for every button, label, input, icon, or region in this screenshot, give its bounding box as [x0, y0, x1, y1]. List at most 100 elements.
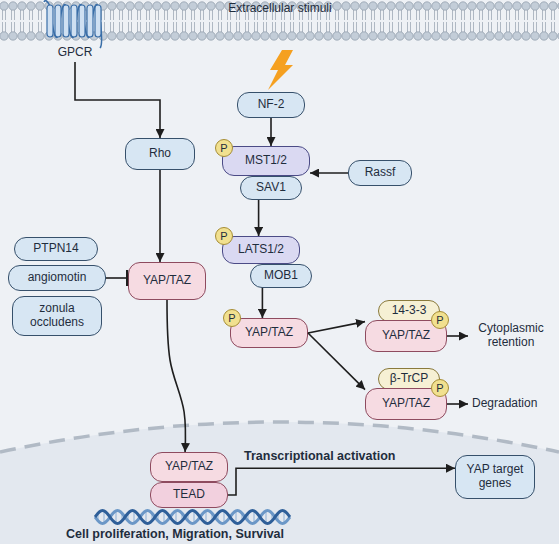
lipid-tail [239, 22, 240, 32]
lipid-tail [347, 10, 348, 20]
lipid-head [18, 32, 26, 40]
activation-arrow [262, 288, 264, 318]
lipid-tail [263, 22, 264, 32]
lipid-tail [455, 10, 456, 20]
node-text: SAV1 [256, 181, 286, 195]
lipid-tail [11, 22, 12, 32]
lipid-tail [401, 10, 402, 20]
protein-box: Rho [125, 138, 195, 170]
lipid-tail [335, 22, 336, 32]
inhibition-line [106, 277, 128, 279]
lipid-tail [110, 22, 111, 32]
lipid-tail [320, 22, 321, 32]
gene-box: YAP target genes [455, 455, 535, 499]
lipid-head [414, 2, 422, 10]
lipid-tail [446, 22, 447, 32]
lipid-tail [155, 10, 156, 20]
lipid-head [486, 32, 494, 40]
lipid-tail [122, 22, 123, 32]
protein-box: zonula occludens [12, 296, 102, 336]
lipid-head [135, 32, 143, 40]
lipid-tail [551, 10, 552, 20]
lipid-tail [203, 22, 204, 32]
effector-box: YAP/TAZ [150, 452, 228, 482]
nucleus-area [0, 422, 559, 544]
lipid-head [423, 2, 431, 10]
lipid-tail [356, 22, 357, 32]
lipid-tail [389, 10, 390, 20]
lipid-tail [227, 22, 228, 32]
protein-box: MOB1 [250, 264, 312, 288]
lipid-tail [554, 10, 555, 20]
node-text: MST1/2 [245, 154, 287, 168]
lipid-head [432, 2, 440, 10]
receptor-helix [63, 5, 69, 37]
lipid-head [108, 2, 116, 10]
lipid-tail [380, 22, 381, 32]
lipid-tail [200, 22, 201, 32]
lipid-tail [137, 10, 138, 20]
lipid-head [468, 32, 476, 40]
lipid-tail [308, 22, 309, 32]
lipid-tail [311, 22, 312, 32]
lipid-head [558, 32, 559, 40]
lipid-head [351, 2, 359, 10]
lipid-tail [173, 22, 174, 32]
lipid-tail [140, 22, 141, 32]
lipid-tail [236, 22, 237, 32]
lipid-tail [5, 10, 6, 20]
lipid-tail [119, 10, 120, 20]
receptor-helix [71, 5, 77, 37]
lipid-head [207, 2, 215, 10]
lipid-head [270, 32, 278, 40]
lipid-tail [509, 10, 510, 20]
lipid-tail [515, 10, 516, 20]
lipid-head [252, 32, 260, 40]
lipid-tail [302, 22, 303, 32]
lipid-head [153, 2, 161, 10]
lipid-head [135, 2, 143, 10]
lipid-tail [32, 10, 33, 20]
receptor-helix [47, 5, 53, 37]
lipid-head [486, 2, 494, 10]
lipid-head [333, 32, 341, 40]
lipid-head [459, 2, 467, 10]
lipid-tail [371, 10, 372, 20]
lipid-head [405, 32, 413, 40]
node-text: angiomotin [28, 271, 87, 285]
outcome-label: Cytoplasmic retention [471, 322, 551, 350]
node-text: YAP/TAZ [245, 326, 293, 340]
dna-strand [95, 510, 290, 523]
lipid-tail [209, 10, 210, 20]
lipid-tail [5, 22, 6, 32]
node-text: 14-3-3 [392, 304, 427, 318]
lipid-head [162, 32, 170, 40]
receptor-helix [79, 5, 85, 37]
lipid-tail [140, 10, 141, 20]
lipid-tail [182, 10, 183, 20]
lipid-tail [410, 10, 411, 20]
lipid-head [342, 2, 350, 10]
node-text: YAP/TAZ [382, 329, 430, 343]
activation-arrow [228, 468, 455, 495]
lipid-head [414, 32, 422, 40]
lipid-head [144, 2, 152, 10]
lipid-tail [218, 22, 219, 32]
lipid-head [504, 2, 512, 10]
outcome-label: Degradation [472, 397, 552, 411]
receptor-helix [95, 5, 101, 37]
lipid-tail [473, 22, 474, 32]
lipid-head [369, 2, 377, 10]
lipid-head [306, 32, 314, 40]
lipid-head [522, 2, 530, 10]
lipid-tail [335, 10, 336, 20]
lipid-head [342, 32, 350, 40]
lipid-tail [158, 10, 159, 20]
lipid-tail [374, 22, 375, 32]
node-text: LATS1/2 [238, 243, 284, 257]
lipid-tail [293, 22, 294, 32]
lipid-head [477, 2, 485, 10]
node-text: GPCR [58, 46, 93, 60]
lipid-tail [500, 10, 501, 20]
protein-box: NF-2 [237, 92, 305, 118]
